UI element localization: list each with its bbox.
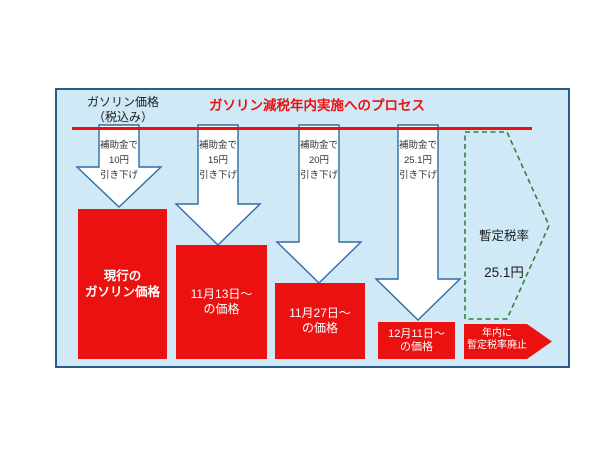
price-axis-label: ガソリン価格 （税込み） bbox=[86, 95, 159, 124]
price-bar-nov27-label: 11月27日～ の価格 bbox=[289, 306, 351, 335]
diagram-panel: ガソリン価格 （税込み） ガソリン減税年内実施へのプロセス 補助金で 10円 引… bbox=[55, 88, 570, 368]
price-bar-nov13-label: 11月13日～ の価格 bbox=[190, 287, 253, 316]
down-arrow-3-icon bbox=[275, 124, 363, 284]
arrow-label-step-4: 補助金で 25.1円 引き下げ bbox=[398, 140, 437, 181]
diagram-shapes bbox=[75, 124, 552, 359]
goal-arrow-label: 年内に 暫定税率廃止 bbox=[467, 328, 527, 351]
provisional-tax-dashed-outline bbox=[464, 131, 550, 320]
price-baseline bbox=[72, 127, 532, 130]
provisional-tax-title: 暫定税率 bbox=[478, 229, 529, 243]
diagram-title: ガソリン減税年内実施へのプロセス bbox=[209, 98, 425, 113]
price-bar-current-label: 現行の ガソリン価格 bbox=[84, 269, 160, 299]
goal-right-arrow-icon bbox=[464, 324, 552, 359]
down-arrow-1-icon bbox=[75, 124, 163, 208]
price-bar-current: 現行の ガソリン価格 bbox=[78, 209, 167, 359]
price-bar-nov13: 11月13日～ の価格 bbox=[176, 245, 267, 359]
down-arrow-4-icon bbox=[374, 124, 462, 321]
down-arrow-2-icon bbox=[174, 124, 262, 246]
provisional-tax-block: 暫定税率 25.1円 bbox=[465, 212, 543, 297]
arrow-label-step-2: 補助金で 15円 引き下げ bbox=[198, 140, 237, 181]
arrow-label-step-3: 補助金で 20円 引き下げ bbox=[299, 140, 338, 181]
price-bar-nov27: 11月27日～ の価格 bbox=[275, 283, 365, 359]
price-bar-dec11-label: 12月11日～ の価格 bbox=[388, 327, 445, 353]
provisional-tax-amount: 25.1円 bbox=[484, 265, 524, 280]
price-bar-dec11: 12月11日～ の価格 bbox=[378, 322, 455, 359]
arrow-label-step-1: 補助金で 10円 引き下げ bbox=[99, 140, 138, 181]
